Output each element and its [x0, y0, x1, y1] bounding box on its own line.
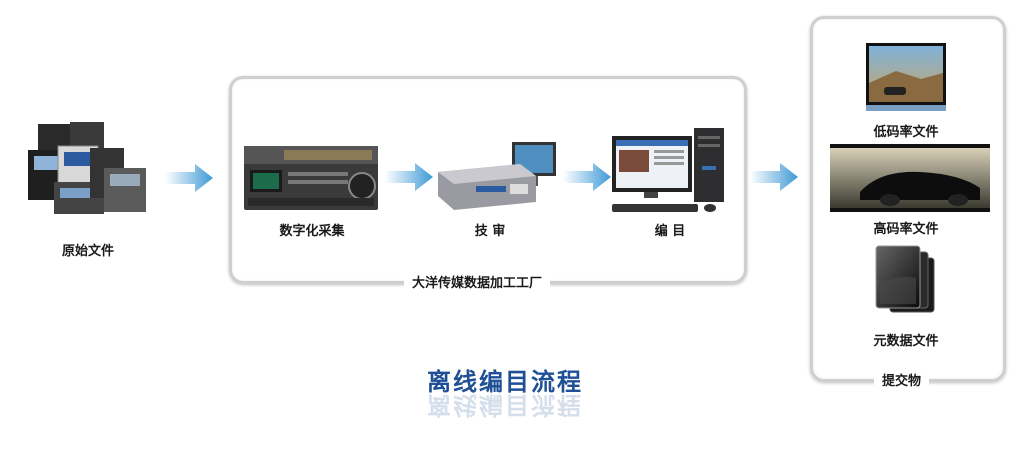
- catalog-workstation-image: [610, 126, 730, 214]
- arrow-right-icon: [750, 163, 798, 195]
- catalog-label: 编 目: [654, 224, 686, 239]
- diagram-title-reflection: 离线编目流程: [427, 391, 583, 419]
- high-bitrate-file-image: [830, 144, 990, 212]
- metadata-label: 元数据文件: [873, 334, 939, 349]
- digitize-label: 数字化采集: [279, 224, 345, 239]
- arrow-right-icon: [563, 163, 611, 195]
- low-bitrate-file-image: [866, 43, 946, 115]
- diagram-title: 离线编目流程: [427, 368, 583, 396]
- arrow-right-icon: [165, 164, 213, 196]
- vtr-deck-image: [244, 146, 378, 210]
- deliverables-group-label: 提交物: [874, 370, 930, 389]
- low-bitrate-label: 低码率文件: [873, 125, 939, 140]
- review-label: 技 审: [474, 224, 506, 239]
- factory-group-label: 大洋传媒数据加工工厂: [404, 272, 551, 291]
- source-label: 原始文件: [61, 244, 114, 259]
- review-station-image: [436, 140, 558, 210]
- arrow-right-icon: [385, 163, 433, 195]
- high-bitrate-label: 高码率文件: [873, 222, 939, 237]
- metadata-file-icon: [872, 244, 940, 316]
- source-tapes-image: [24, 118, 152, 218]
